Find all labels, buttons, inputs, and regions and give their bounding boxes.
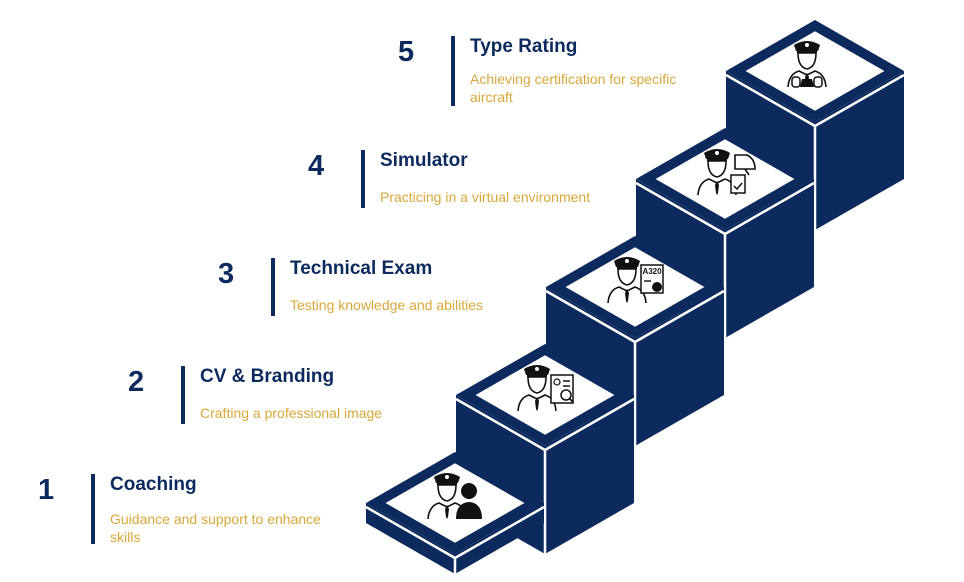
step-number: 5 bbox=[398, 36, 415, 68]
step-description: Testing knowledge and abilities bbox=[290, 297, 484, 313]
step-right-face bbox=[725, 179, 814, 338]
pilot-with-person-icon bbox=[427, 473, 482, 520]
step-number: 3 bbox=[218, 258, 235, 290]
step-number: 2 bbox=[128, 366, 145, 398]
stair-step-1 bbox=[365, 452, 545, 574]
checklist-icon bbox=[730, 174, 746, 194]
right-hand bbox=[813, 76, 823, 88]
step-title: CV & Branding bbox=[200, 366, 335, 387]
pilot-with-simulator-icon bbox=[697, 149, 756, 196]
pilot-head bbox=[527, 376, 547, 394]
step-divider bbox=[91, 474, 95, 544]
step-description: Guidance and support to enhance skills bbox=[110, 511, 321, 545]
pilot-at-controls-icon bbox=[787, 41, 827, 88]
step-title: Type Rating bbox=[470, 36, 578, 57]
magnifier-icon bbox=[560, 389, 572, 401]
step-title: Technical Exam bbox=[290, 258, 433, 279]
simulator-leg bbox=[744, 168, 750, 176]
simulator-icon bbox=[730, 154, 756, 194]
cap-badge bbox=[445, 475, 449, 479]
pilot-tie bbox=[715, 181, 719, 195]
step-description: Achieving certification for specific air… bbox=[470, 71, 677, 105]
step-description: Crafting a professional image bbox=[200, 405, 383, 421]
cap-badge bbox=[625, 259, 629, 263]
person-icon bbox=[456, 483, 482, 519]
cap-visor bbox=[527, 374, 547, 377]
pilot-tie bbox=[625, 289, 629, 303]
pilot-head bbox=[437, 484, 457, 502]
pilot-tie bbox=[535, 397, 539, 411]
pilot-head bbox=[797, 52, 817, 70]
step-number: 4 bbox=[308, 150, 325, 182]
step-description: Practicing in a virtual environment bbox=[380, 189, 591, 205]
checkmark-icon bbox=[733, 182, 743, 191]
person-head bbox=[461, 483, 477, 499]
step-right-face bbox=[635, 287, 724, 446]
stair-step-2 bbox=[455, 344, 635, 554]
step-right-face bbox=[815, 71, 904, 230]
step-divider bbox=[451, 36, 455, 106]
cv-photo bbox=[553, 378, 561, 386]
cap-visor bbox=[437, 482, 457, 485]
magnifier-handle bbox=[569, 398, 574, 403]
person-body bbox=[456, 502, 482, 519]
step-divider bbox=[181, 366, 185, 424]
control-yoke-icon bbox=[791, 76, 823, 88]
cap-badge bbox=[805, 43, 809, 47]
pilot-head bbox=[617, 268, 637, 286]
cap-visor bbox=[707, 158, 727, 161]
step-number: 1 bbox=[38, 474, 55, 506]
step-divider bbox=[271, 258, 275, 316]
step-right-face bbox=[545, 395, 634, 554]
step-divider bbox=[361, 150, 365, 208]
certificate-text: A320 bbox=[642, 267, 662, 276]
pilot-with-cv-icon bbox=[517, 365, 574, 412]
pilot-with-a320-certificate-icon: A320 bbox=[607, 257, 664, 304]
pilot-tie bbox=[445, 505, 449, 519]
pilot-head bbox=[707, 160, 727, 178]
step-title: Simulator bbox=[380, 150, 468, 171]
cap-badge bbox=[535, 367, 539, 371]
cv-document-icon bbox=[550, 374, 574, 404]
certificate-icon: A320 bbox=[640, 264, 664, 294]
cap-visor bbox=[617, 266, 637, 269]
cap-badge bbox=[715, 151, 719, 155]
left-hand bbox=[791, 76, 801, 88]
seal-icon bbox=[652, 282, 662, 292]
cap-visor bbox=[797, 50, 817, 53]
step-title: Coaching bbox=[110, 474, 197, 495]
simulator-pod bbox=[734, 154, 756, 170]
yoke-base bbox=[800, 79, 814, 87]
